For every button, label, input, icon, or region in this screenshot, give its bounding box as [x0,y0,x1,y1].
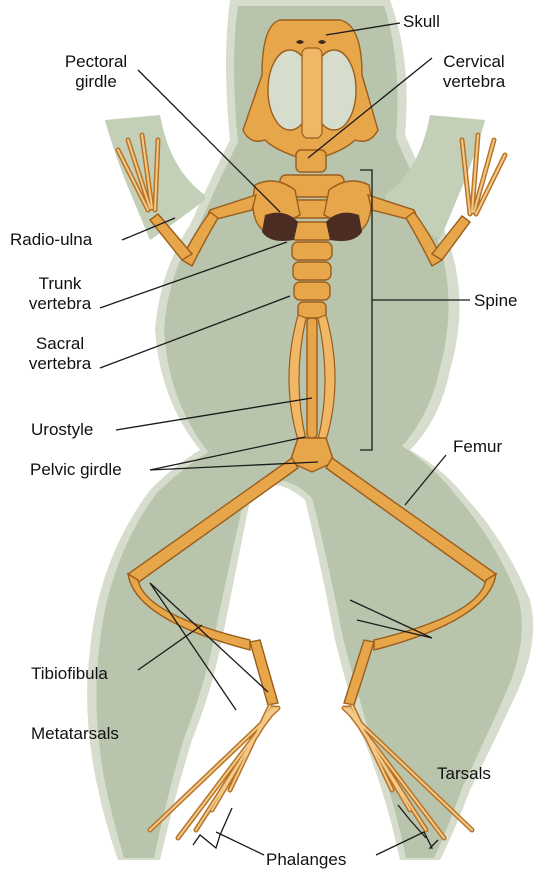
pelvis-bones [289,315,335,472]
label-phalanges: Phalanges [266,850,346,870]
label-urostyle: Urostyle [31,420,93,440]
label-cervical-vertebra: Cervical vertebra [425,52,523,92]
label-spine: Spine [474,291,517,311]
label-tibiofibula: Tibiofibula [31,664,108,684]
label-skull: Skull [403,12,440,32]
label-femur: Femur [453,437,502,457]
label-pectoral-girdle: Pectoral girdle [46,52,146,92]
label-metatarsals: Metatarsals [31,724,119,744]
label-radio-ulna: Radio-ulna [10,230,92,250]
label-trunk-vertebra: Trunk vertebra [20,274,100,314]
label-tarsals: Tarsals [437,764,491,784]
label-pelvic-girdle: Pelvic girdle [30,460,122,480]
label-sacral-vertebra: Sacral vertebra [20,334,100,374]
